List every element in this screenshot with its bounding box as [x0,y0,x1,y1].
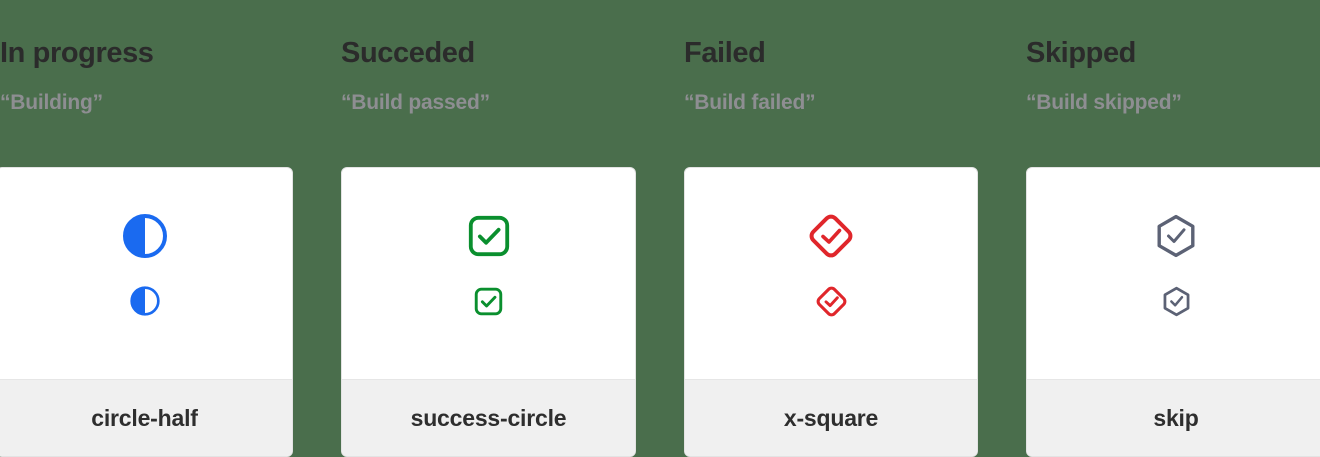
icon-preview-area [1027,168,1320,379]
column-subtitle: “Build skipped” [1026,91,1182,114]
column-heading: Skipped [1026,37,1136,69]
success-circle-icon [464,211,514,261]
status-column-failed: Failed “Build failed” [684,0,978,457]
icon-preview-area [0,168,292,379]
icon-name-label: x-square [783,404,879,431]
skip-icon-small [1159,284,1193,318]
icon-preview-area [685,168,977,379]
skip-icon [1151,211,1201,261]
icon-card-footer: circle-half [0,379,292,456]
column-heading: Failed [684,37,766,69]
icon-card[interactable]: success-circle [341,167,636,457]
icon-card-footer: x-square [685,379,977,456]
icon-name-label: success-circle [410,404,567,431]
icon-card[interactable]: skip [1026,167,1320,457]
column-subtitle: “Build failed” [684,91,816,114]
icon-name-label: circle-half [91,404,198,431]
column-subtitle: “Build passed” [341,91,490,114]
icon-card-footer: success-circle [342,379,635,456]
x-square-icon-small [814,284,848,318]
status-column-skipped: Skipped “Build skipped” sk [1026,0,1320,457]
status-column-succeded: Succeded “Build passed” su [341,0,636,457]
x-square-icon [806,211,856,261]
circle-half-icon-small [128,284,162,318]
icon-card-footer: skip [1027,379,1320,456]
column-heading: Succeded [341,37,475,69]
icon-card[interactable]: x-square [684,167,978,457]
circle-half-icon [120,211,170,261]
status-column-in-progress: In progress “Building” cir [0,0,293,457]
icon-card[interactable]: circle-half [0,167,293,457]
success-circle-icon-small [472,284,506,318]
column-subtitle: “Building” [0,91,103,114]
column-heading: In progress [0,37,154,69]
icon-name-label: skip [1153,404,1199,431]
icon-preview-area [342,168,635,379]
